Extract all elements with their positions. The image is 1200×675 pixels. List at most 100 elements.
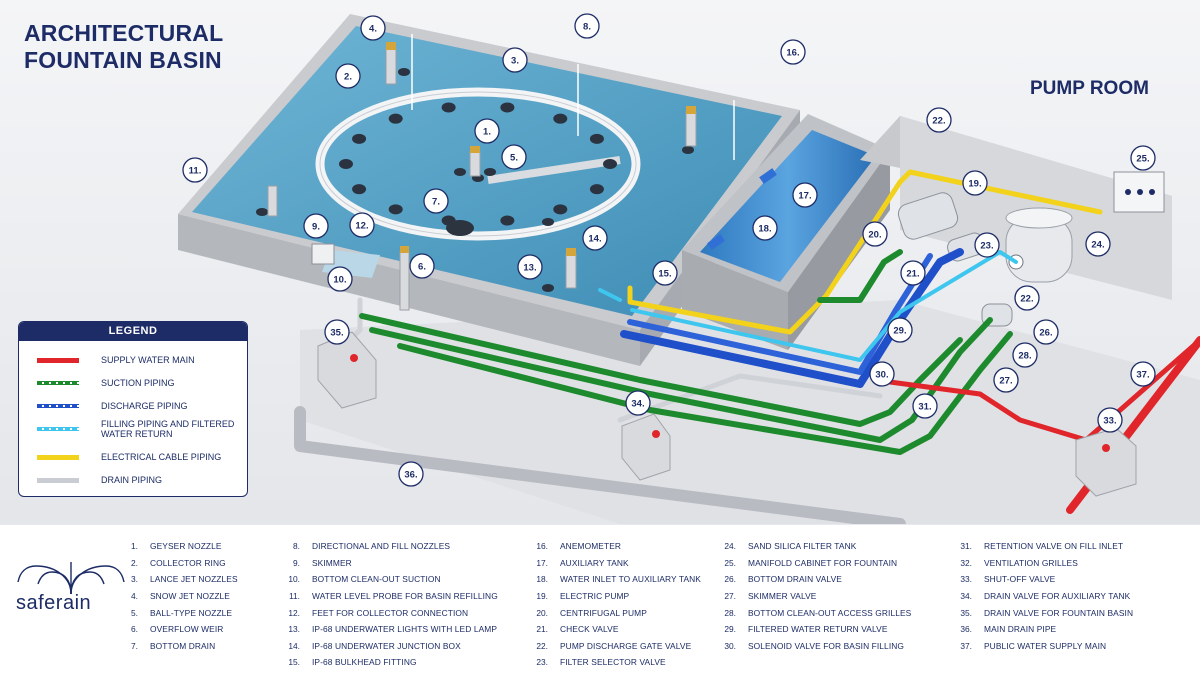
key-number: 35. (960, 607, 972, 618)
key-number: 21. (536, 624, 548, 635)
key-item: 18.WATER INLET TO AUXILIARY TANK (528, 571, 701, 588)
key-item: 10.BOTTOM CLEAN-OUT SUCTION (280, 571, 498, 588)
legend-item: DISCHARGE PIPING (19, 393, 247, 419)
callout-label: 2. (344, 72, 352, 83)
callout-marker: 33. (1097, 407, 1123, 433)
key-label: VENTILATION GRILLES (984, 557, 1078, 568)
callout-marker: 22. (926, 107, 952, 133)
callout-marker: 18. (752, 215, 778, 241)
key-number: 19. (536, 591, 548, 602)
key-label: DRAIN VALVE FOR AUXILIARY TANK (984, 591, 1131, 602)
auxiliary-tank (682, 114, 890, 350)
lance-jet-nozzle (352, 184, 367, 195)
key-number: 7. (131, 640, 138, 651)
callout-marker: 28. (1012, 342, 1038, 368)
key-number: 12. (288, 607, 300, 618)
legend-item: SUCTION PIPING (19, 370, 247, 396)
legend-swatch (37, 477, 79, 483)
callout-group: 1.2.3.4.5.6.7.8.9.10.11.12.13.14.15.16.1… (182, 13, 1156, 487)
lance-jet-nozzle (388, 204, 403, 215)
callout-marker: 36. (398, 461, 424, 487)
key-item: 24.SAND SILICA FILTER TANK (716, 538, 911, 555)
callout-marker: 1. (474, 118, 500, 144)
key-number: 5. (131, 607, 138, 618)
callout-marker: 23. (974, 232, 1000, 258)
jet-columns (267, 42, 697, 311)
callout-label: 31. (918, 402, 931, 413)
key-label: GEYSER NOZZLE (150, 541, 222, 552)
callout-marker: 30. (869, 361, 895, 387)
lance-jet-nozzle (500, 102, 515, 113)
callout-marker: 6. (409, 253, 435, 279)
callout-marker: 21. (900, 260, 926, 286)
legend-swatch (37, 381, 79, 385)
key-label: AUXILIARY TANK (560, 557, 629, 568)
callout-marker: 10. (327, 266, 353, 292)
key-item: 25.MANIFOLD CABINET FOR FOUNTAIN (716, 555, 911, 572)
key-item: 32. VENTILATION GRILLES (952, 555, 1133, 572)
key-number: 34. (960, 591, 972, 602)
pump-room-title: PUMP ROOM (1030, 78, 1149, 99)
lance-jet-nozzle (553, 204, 568, 215)
key-number: 24. (724, 541, 736, 552)
key-label: FILTER SELECTOR VALVE (560, 657, 666, 668)
key-label: ANEMOMETER (560, 541, 622, 552)
callout-label: 8. (583, 22, 591, 33)
key-item: 31.RETENTION VALVE ON FILL INLET (952, 538, 1133, 555)
key-label: MAIN DRAIN PIPE (984, 624, 1057, 635)
key-label: OVERFLOW WEIR (150, 624, 224, 635)
fountain-logo-icon (17, 562, 125, 595)
key-label: RETENTION VALVE ON FILL INLET (984, 541, 1124, 552)
legend-swatch (37, 454, 79, 460)
key-number: 13. (288, 624, 300, 635)
key-number: 32. (960, 557, 972, 568)
callout-label: 28. (1018, 351, 1031, 362)
key-item: 19.ELECTRIC PUMP (528, 588, 701, 605)
key-number: 11. (288, 591, 300, 602)
key-number: 9. (293, 557, 300, 568)
nozzle (542, 218, 554, 226)
callout-marker: 14. (582, 225, 608, 251)
key-number: 20. (536, 607, 548, 618)
callout-marker: 34. (625, 390, 651, 416)
key-number: 14. (288, 640, 300, 651)
title-line-1: ARCHITECTURAL (24, 20, 224, 46)
key-number: 15. (288, 657, 300, 668)
key-number: 28. (724, 607, 736, 618)
key-item: 28.BOTTOM CLEAN-OUT ACCESS GRILLES (716, 604, 911, 621)
callout-label: 34. (631, 399, 644, 410)
key-label: FEET FOR COLLECTOR CONNECTION (312, 607, 469, 618)
key-item: 29.FILTERED WATER RETURN VALVE (716, 621, 911, 638)
key-number: 4. (131, 591, 138, 602)
callout-label: 36. (404, 470, 417, 481)
nozzle (484, 168, 496, 176)
key-number: 25. (724, 557, 736, 568)
key-number: 26. (724, 574, 736, 585)
feed-pipe (487, 156, 621, 184)
key-item: 36.MAIN DRAIN PIPE (952, 621, 1133, 638)
key-label: CENTRIFUGAL PUMP (560, 607, 647, 618)
callout-marker: 4. (360, 15, 386, 41)
callout-label: 17. (798, 191, 811, 202)
key-item: 9.SKIMMER (280, 555, 498, 572)
callout-label: 6. (418, 262, 426, 273)
sand-filter-tank (1005, 207, 1073, 283)
legend-label: SUCTION PIPING (101, 378, 175, 388)
key-item: 23.FILTER SELECTOR VALVE (528, 654, 701, 671)
legend-label: DISCHARGE PIPING (101, 401, 188, 411)
key-label: LANCE JET NOZZLES (150, 574, 238, 585)
key-label: DIRECTIONAL AND FILL NOZZLES (312, 541, 451, 552)
callout-label: 19. (968, 179, 981, 190)
callout-marker: 16. (780, 39, 806, 65)
callout-label: 4. (369, 24, 377, 35)
callout-marker: 24. (1085, 231, 1111, 257)
key-label: PUMP DISCHARGE GATE VALVE (560, 640, 692, 651)
key-item: 14.IP-68 UNDERWATER JUNCTION BOX (280, 638, 498, 655)
key-number: 2. (131, 557, 138, 568)
legend-item: DRAIN PIPING (19, 467, 247, 493)
key-item: 21.CHECK VALVE (528, 621, 701, 638)
callout-marker: 26. (1033, 319, 1059, 345)
key-label: WATER LEVEL PROBE FOR BASIN REFILLING (312, 591, 498, 602)
callout-label: 3. (511, 56, 519, 67)
callout-marker: 7. (423, 188, 449, 214)
